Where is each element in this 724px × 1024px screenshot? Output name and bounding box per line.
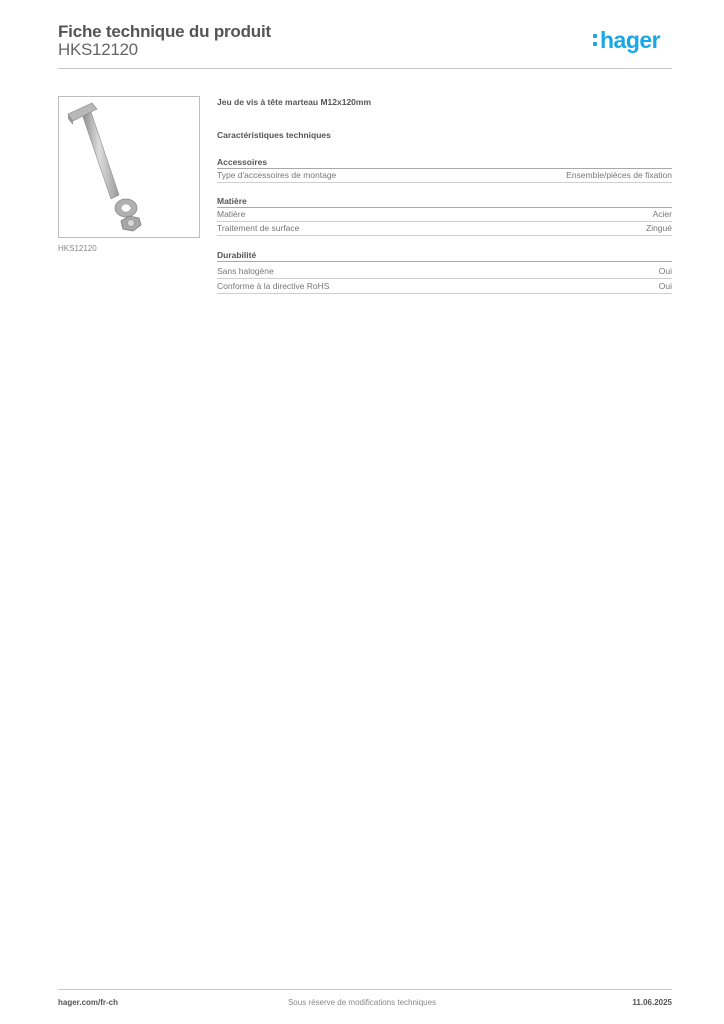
spec-label: Sans halogène bbox=[217, 266, 274, 276]
spec-label: Matière bbox=[217, 209, 246, 219]
page-title: Fiche technique du produit bbox=[58, 22, 271, 41]
t-bolt-washer-nut-image-icon bbox=[67, 102, 142, 232]
footer-disclaimer: Sous réserve de modifications techniques bbox=[287, 998, 437, 1007]
section-heading: Caractéristiques techniques bbox=[217, 130, 331, 140]
spec-label: Traitement de surface bbox=[217, 223, 300, 233]
group-title-durabilite: Durabilité bbox=[217, 249, 672, 262]
hager-logo[interactable]: hager bbox=[593, 27, 661, 53]
logo-text: hager bbox=[600, 27, 661, 53]
spec-value: Acier bbox=[652, 209, 672, 219]
spec-label: Type d'accessoires de montage bbox=[217, 170, 337, 180]
group-title-accessoires: Accessoires bbox=[217, 156, 672, 169]
spec-row: Conforme à la directive RoHS Oui bbox=[217, 280, 672, 294]
header-divider bbox=[58, 68, 672, 69]
spec-label: Conforme à la directive RoHS bbox=[217, 281, 330, 291]
spec-row: Type d'accessoires de montage Ensemble/p… bbox=[217, 169, 672, 183]
spec-row: Matière Acier bbox=[217, 208, 672, 222]
spec-row: Sans halogène Oui bbox=[217, 265, 672, 279]
footer-date: 11.06.2025 bbox=[632, 998, 672, 1007]
footer-website-link[interactable]: hager.com/fr-ch bbox=[58, 998, 119, 1007]
product-code: HKS12120 bbox=[58, 40, 138, 59]
spec-value: Oui bbox=[658, 281, 672, 291]
product-name: Jeu de vis à tête marteau M12x120mm bbox=[217, 97, 372, 107]
spec-row: Traitement de surface Zingué bbox=[217, 222, 672, 236]
group-title-matiere: Matière bbox=[217, 195, 672, 208]
product-image bbox=[58, 96, 200, 238]
spec-value: Zingué bbox=[646, 223, 672, 233]
spec-value: Oui bbox=[658, 266, 672, 276]
image-caption: HKS12120 bbox=[58, 244, 97, 253]
spec-value: Ensemble/pièces de fixation bbox=[566, 170, 672, 180]
footer-divider bbox=[58, 989, 672, 990]
